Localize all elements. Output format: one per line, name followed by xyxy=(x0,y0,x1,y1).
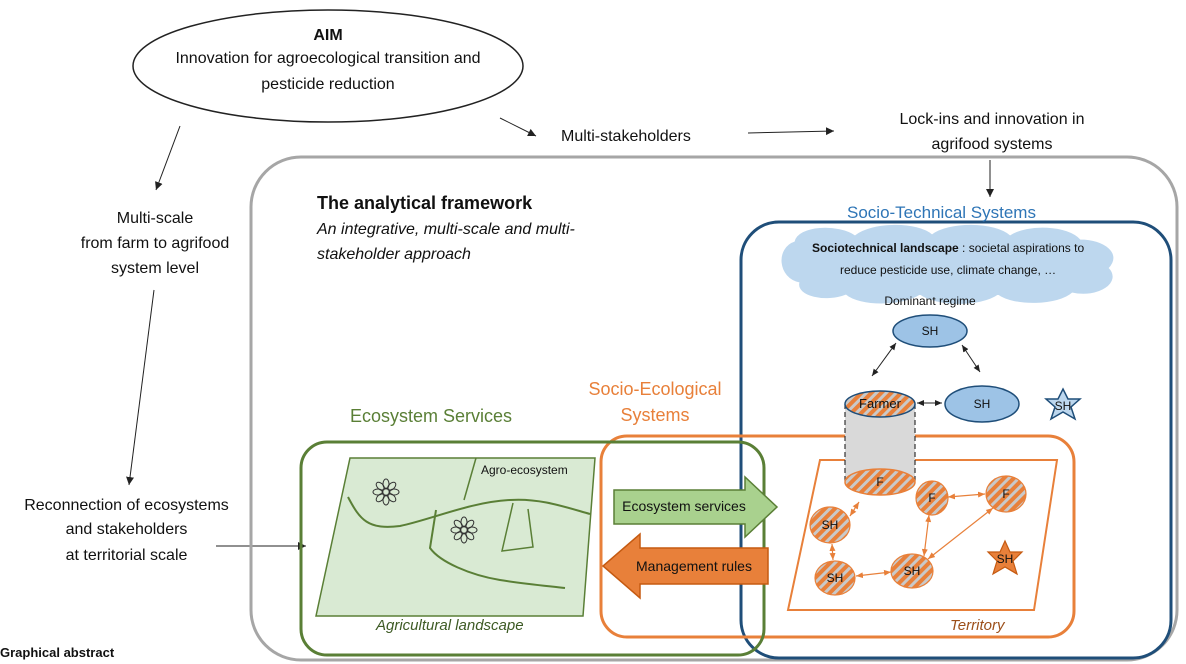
arrow-stakeholders-to-lockins xyxy=(747,127,835,136)
multiscale-line2: from farm to agrifood xyxy=(80,235,230,252)
landscape-text-line2: reduce pesticide use, climate change, … xyxy=(840,263,1057,277)
framework-frame xyxy=(249,155,1179,662)
farmer-label: Farmer xyxy=(859,396,901,411)
reconnection-line2: and stakeholders xyxy=(65,521,188,538)
sh-star-node xyxy=(1044,387,1082,421)
ses-title-line2: Systems xyxy=(620,405,690,425)
flower-icon xyxy=(450,516,478,544)
lockins-line1: Lock-ins and innovation in xyxy=(899,111,1085,128)
dominant-regime-label: Dominant regime xyxy=(884,294,976,308)
sh-node-label: SH xyxy=(996,552,1014,566)
ecosystem-services-arrow xyxy=(613,475,779,539)
management-rules-arrow xyxy=(601,532,769,600)
f-node xyxy=(985,475,1027,513)
territory-label: Territory xyxy=(950,617,1005,634)
agro-ecosystem-label: Agro-ecosystem xyxy=(481,463,568,477)
graphical-abstract-label: Graphical abstract xyxy=(0,645,115,660)
ses-title-line1: Socio-Ecological xyxy=(588,379,722,399)
flower-icon xyxy=(372,478,400,506)
farmer-node xyxy=(844,390,916,418)
f-node-label: F xyxy=(876,475,884,489)
arrow-aim-to-stakeholders xyxy=(499,117,537,137)
sh-node-label: SH xyxy=(903,564,921,578)
aim-text-line1: Innovation for agroecological transition… xyxy=(175,50,481,67)
sts-frame xyxy=(739,220,1173,660)
reconnection-line1: Reconnection of ecosystems xyxy=(24,497,229,514)
landscape-text-line1: Sociotechnical landscape : societal aspi… xyxy=(812,240,1084,256)
agricultural-landscape-label: Agricultural landscape xyxy=(376,617,524,634)
multi-stakeholders-label: Multi-stakeholders xyxy=(561,128,691,145)
sh-node-label: SH xyxy=(821,518,839,532)
agricultural-landscape-plot xyxy=(315,457,596,617)
es-title: Ecosystem Services xyxy=(350,406,513,426)
management-rules-arrow-label: Management rules xyxy=(636,558,752,574)
lockins-line2: agrifood systems xyxy=(931,136,1053,153)
ses-frame xyxy=(599,434,1076,639)
aim-ellipse xyxy=(132,9,524,123)
sh-node xyxy=(809,506,851,544)
landscape-description: : societal aspirations to xyxy=(958,241,1085,255)
sh-node-label: SH xyxy=(921,324,939,338)
arrow-aim-to-multiscale xyxy=(155,125,181,191)
ecosystem-services-arrow-label: Ecosystem services xyxy=(622,498,746,514)
farm-node xyxy=(844,468,916,496)
landscape-cloud xyxy=(781,224,1114,304)
framework-subtitle-line1: An integrative, multi-scale and multi- xyxy=(317,221,575,238)
sh-node-label: SH xyxy=(826,571,844,585)
framework-title: The analytical framework xyxy=(317,193,533,213)
sh-node xyxy=(944,385,1020,423)
framework-subtitle-line2: stakeholder approach xyxy=(317,246,471,263)
sh-node-label: SH xyxy=(1054,399,1072,413)
sh-node xyxy=(892,314,968,348)
sts-title: Socio-Technical Systems xyxy=(847,203,1036,222)
aim-heading: AIM xyxy=(313,27,343,44)
multiscale-line1: Multi-scale xyxy=(116,210,194,227)
arrow-multiscale-to-reconnection xyxy=(126,289,155,486)
aim-text-line2: pesticide reduction xyxy=(261,76,395,93)
sh-node xyxy=(814,560,856,596)
reconnection-line3: at territorial scale xyxy=(65,547,188,564)
landscape-label: Sociotechnical landscape xyxy=(812,241,959,255)
f-node-label: F xyxy=(928,491,936,505)
f-node-label: F xyxy=(1002,487,1010,501)
sh-node-label: SH xyxy=(973,397,991,411)
multiscale-line3: system level xyxy=(110,260,200,277)
sh-node xyxy=(890,553,934,589)
